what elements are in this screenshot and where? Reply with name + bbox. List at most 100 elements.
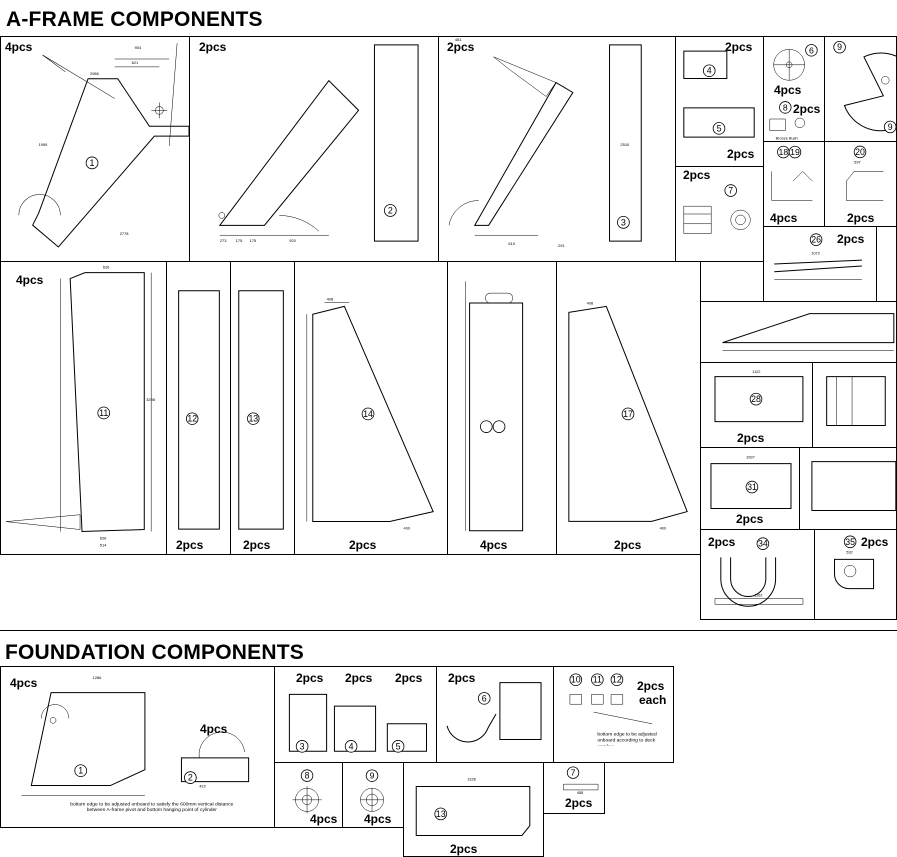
svg-text:1328: 1328 xyxy=(467,777,476,782)
part-1-panel: 4pcs 904 621 2778 1959 2986 1 xyxy=(0,36,190,262)
quantity-label: 2pcs xyxy=(793,102,821,116)
svg-text:904: 904 xyxy=(135,45,142,50)
quantity-label: 2pcs xyxy=(683,168,711,182)
svg-text:5: 5 xyxy=(717,123,722,133)
part-34-drawing: 34 1162 xyxy=(701,530,814,619)
deck-camber-note: bottom edge to be adjusted onboard accor… xyxy=(597,731,657,746)
svg-text:34: 34 xyxy=(758,539,768,549)
part-4-5-panel: 2pcs 2pcs 4 5 xyxy=(675,36,764,167)
svg-text:408: 408 xyxy=(587,300,594,305)
svg-text:2510: 2510 xyxy=(620,142,630,147)
part-7-drawing: 7 xyxy=(676,167,763,261)
part-35-panel: 2pcs 35 532 xyxy=(814,529,897,620)
svg-text:1072: 1072 xyxy=(811,250,820,255)
quantity-label: 2pcs xyxy=(737,431,765,445)
part-14-panel: 2pcs 408 400 14 xyxy=(294,261,448,555)
part-11-drawing: 626 626 514 3298 11 xyxy=(1,265,156,547)
svg-text:14: 14 xyxy=(363,409,373,419)
bronze-bush-note: Bronze Bush xyxy=(776,135,798,140)
part-20-drawing: 20 597 xyxy=(825,142,896,226)
part-9-panel: 9 9 xyxy=(824,36,897,142)
quantity-label: 2pcs xyxy=(708,535,736,549)
quantity-label: 4pcs xyxy=(5,40,33,54)
part-31-drawing: 1097 31 xyxy=(701,455,799,529)
part-fragment-panel xyxy=(812,362,897,448)
svg-text:458: 458 xyxy=(577,791,583,795)
quantity-label: 4pcs xyxy=(16,273,44,287)
svg-text:273: 273 xyxy=(220,238,227,243)
svg-text:1: 1 xyxy=(90,158,95,168)
svg-text:6: 6 xyxy=(482,693,487,703)
foundation-part-13-drawing: 1328 13 xyxy=(404,777,543,856)
svg-text:17: 17 xyxy=(623,409,633,419)
svg-text:4: 4 xyxy=(349,741,354,751)
separator-line xyxy=(0,630,897,631)
svg-text:1286: 1286 xyxy=(93,675,103,680)
quantity-label: 2pcs xyxy=(565,796,593,810)
foundation-part-13-panel: 2pcs 1328 13 xyxy=(403,762,544,857)
svg-text:26: 26 xyxy=(811,235,821,245)
svg-text:1097: 1097 xyxy=(746,455,755,460)
svg-text:514: 514 xyxy=(100,542,107,547)
pivot-distance-note: bottom edge to be adjusted onboard to sa… xyxy=(70,801,234,814)
svg-text:19: 19 xyxy=(790,147,800,157)
svg-text:9: 9 xyxy=(370,771,375,781)
quantity-label: 2pcs xyxy=(450,842,478,856)
quantity-label: 4pcs xyxy=(364,812,392,826)
part-12-panel: 2pcs 12 xyxy=(166,261,231,555)
quantity-label: 2pcs xyxy=(447,40,475,54)
svg-text:621: 621 xyxy=(132,60,139,65)
part-12-drawing: 12 xyxy=(167,262,230,554)
svg-text:31: 31 xyxy=(747,482,757,492)
svg-text:2778: 2778 xyxy=(120,231,130,236)
foundation-part-8-drawing: 8 xyxy=(275,763,342,827)
quantity-label: 4pcs xyxy=(10,676,38,690)
part-long-plate-drawing xyxy=(701,302,896,362)
part-35-drawing: 35 532 xyxy=(815,530,896,619)
foundation-part-8-panel: 4pcs 8 xyxy=(274,762,343,828)
svg-text:1162: 1162 xyxy=(754,593,762,598)
quantity-label: 4pcs xyxy=(774,83,802,97)
svg-text:2: 2 xyxy=(388,205,393,215)
part-17-panel: 2pcs 408 400 17 xyxy=(556,261,701,555)
part-26-panel: 2pcs 26 1072 xyxy=(763,226,877,302)
svg-text:175: 175 xyxy=(250,238,257,243)
quantity-label: 2pcs xyxy=(296,671,324,685)
svg-text:7: 7 xyxy=(728,186,733,196)
quantity-label: 2pcs xyxy=(345,671,373,685)
foundation-part-10-12-drawing: 10 11 12 bottom edge to be adjusted onbo… xyxy=(554,667,657,746)
quantity-label: 2pcs xyxy=(395,671,423,685)
svg-text:3: 3 xyxy=(621,217,626,227)
svg-text:9: 9 xyxy=(837,42,842,52)
part-7-panel: 2pcs 7 xyxy=(675,166,764,262)
foundation-part-6-drawing: 6 xyxy=(437,667,553,762)
foundation-part-1-2-panel: 4pcs 4pcs 1286 1 2 422 bottom edge to be… xyxy=(0,666,275,828)
svg-text:8: 8 xyxy=(305,771,310,781)
part-1-drawing: 904 621 2778 1959 2986 1 xyxy=(1,37,189,261)
svg-text:3298: 3298 xyxy=(146,397,156,402)
part-3-panel: 2pcs 481 610 291 2510 3 xyxy=(438,36,676,262)
part-28-panel: 2pcs 1122 28 xyxy=(700,362,813,448)
svg-text:1: 1 xyxy=(78,766,83,776)
quantity-label: 2pcs xyxy=(349,538,377,552)
svg-text:8: 8 xyxy=(783,102,788,112)
svg-text:2: 2 xyxy=(188,773,193,783)
quantity-label: 4pcs xyxy=(310,812,338,826)
part-15-16-drawing xyxy=(448,262,556,554)
svg-text:13: 13 xyxy=(248,414,258,424)
part-6-8-drawing: 6 8 Bronze Bush xyxy=(764,37,824,140)
foundation-part-3-5-drawing: 3 4 5 xyxy=(275,667,436,762)
part-3-drawing: 481 610 291 2510 3 xyxy=(439,37,675,248)
quantity-label: 2pcs xyxy=(861,535,889,549)
quantity-label: 2pcs xyxy=(727,147,755,161)
svg-text:3: 3 xyxy=(300,741,305,751)
svg-text:626: 626 xyxy=(103,265,110,270)
part-13-panel: 2pcs 13 xyxy=(230,261,295,555)
quantity-label: 2pcs xyxy=(243,538,271,552)
part-15-16-panel: 4pcs xyxy=(447,261,557,555)
svg-text:20: 20 xyxy=(855,147,865,157)
svg-text:1959: 1959 xyxy=(39,142,48,147)
part-2-drawing: 273 175 175 920 2 xyxy=(190,37,438,243)
svg-text:9: 9 xyxy=(888,122,893,132)
